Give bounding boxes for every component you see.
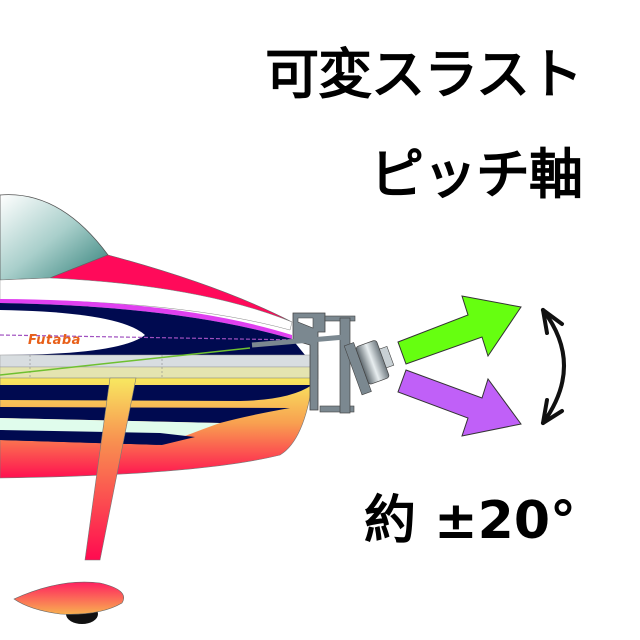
thrust-vector-mount	[251, 312, 395, 414]
angle-range-label: 約 ±20°	[364, 491, 577, 551]
title-pitch-axis: ピッチ軸	[370, 143, 583, 206]
thrust-arrow-up	[397, 295, 522, 365]
futaba-decal: Futaba	[28, 333, 81, 348]
title-variable-thrust: 可変スラスト	[265, 43, 583, 106]
wheel-pant	[13, 581, 124, 615]
thrust-arrow-down	[397, 369, 522, 437]
landing-gear-strut	[84, 377, 137, 561]
rotation-range-arrow	[541, 308, 566, 425]
magenta-stripe	[0, 299, 292, 339]
navy-stripe-belly-1	[0, 385, 312, 401]
